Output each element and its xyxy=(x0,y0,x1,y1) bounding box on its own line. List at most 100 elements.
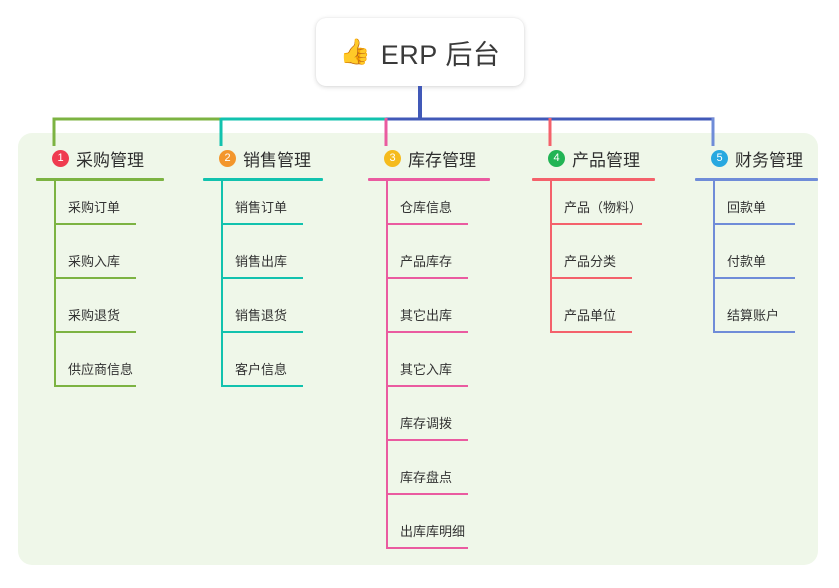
branch-spine xyxy=(713,181,715,333)
leaf-rule xyxy=(221,385,303,387)
leaf-label: 销售退货 xyxy=(235,308,288,323)
leaf-rule xyxy=(713,331,795,333)
leaf-rule xyxy=(54,223,136,225)
branch-children: 销售订单销售出库销售退货客户信息 xyxy=(203,181,323,397)
leaf-label: 产品单位 xyxy=(564,308,617,323)
leaf-rule xyxy=(221,277,303,279)
branch-header-3[interactable]: 3 库存管理 xyxy=(368,146,490,170)
branch-header-rule xyxy=(203,178,323,181)
branch-badge-icon: 4 xyxy=(548,149,565,167)
branch-title: 产品管理 xyxy=(572,150,640,170)
leaf-node[interactable]: 其它入库 xyxy=(368,343,490,397)
branch-column-3: 3 库存管理仓库信息产品库存其它出库其它入库库存调拨库存盘点出库库明细 xyxy=(368,146,490,559)
leaf-label: 回款单 xyxy=(727,200,767,215)
leaf-rule xyxy=(713,277,795,279)
leaf-rule xyxy=(550,277,632,279)
leaf-rule xyxy=(386,493,468,495)
branch-header-rule xyxy=(695,178,818,181)
leaf-label: 仓库信息 xyxy=(400,200,453,215)
leaf-label: 产品分类 xyxy=(564,254,617,269)
leaf-label: 付款单 xyxy=(727,254,767,269)
leaf-rule xyxy=(386,223,468,225)
branch-column-1: 1 采购管理采购订单采购入库采购退货供应商信息 xyxy=(36,146,164,397)
leaf-label: 客户信息 xyxy=(235,362,288,377)
leaf-label: 产品（物料） xyxy=(564,200,643,215)
branch-children: 采购订单采购入库采购退货供应商信息 xyxy=(36,181,164,397)
leaf-node[interactable]: 结算账户 xyxy=(695,289,818,343)
leaf-node[interactable]: 产品（物料） xyxy=(532,181,655,235)
leaf-rule xyxy=(713,223,795,225)
leaf-rule xyxy=(221,223,303,225)
leaf-label: 其它入库 xyxy=(400,362,453,377)
leaf-node[interactable]: 销售订单 xyxy=(203,181,323,235)
leaf-label: 产品库存 xyxy=(400,254,453,269)
leaf-rule xyxy=(54,331,136,333)
root-title: ERP 后台 xyxy=(380,39,501,70)
branch-header-2[interactable]: 2 销售管理 xyxy=(203,146,323,170)
leaf-rule xyxy=(54,277,136,279)
leaf-node[interactable]: 其它出库 xyxy=(368,289,490,343)
leaf-rule xyxy=(386,385,468,387)
leaf-label: 销售订单 xyxy=(235,200,288,215)
branch-spine xyxy=(386,181,388,549)
leaf-label: 采购退货 xyxy=(68,308,121,323)
branch-header-rule xyxy=(532,178,655,181)
leaf-node[interactable]: 库存调拨 xyxy=(368,397,490,451)
branch-title: 采购管理 xyxy=(76,150,144,170)
leaf-node[interactable]: 出库库明细 xyxy=(368,505,490,559)
leaf-rule xyxy=(550,223,642,225)
leaf-rule xyxy=(386,439,468,441)
leaf-node[interactable]: 回款单 xyxy=(695,181,818,235)
leaf-node[interactable]: 销售出库 xyxy=(203,235,323,289)
leaf-rule xyxy=(386,547,468,549)
leaf-rule xyxy=(54,385,136,387)
leaf-node[interactable]: 仓库信息 xyxy=(368,181,490,235)
branch-header-rule xyxy=(368,178,490,181)
branch-badge-icon: 5 xyxy=(711,149,728,167)
root-node[interactable]: 👍 ERP 后台 xyxy=(316,18,524,86)
thumbs-up-emoji: 👍 xyxy=(339,37,371,66)
leaf-node[interactable]: 采购退货 xyxy=(36,289,164,343)
branch-column-2: 2 销售管理销售订单销售出库销售退货客户信息 xyxy=(203,146,323,397)
branch-spine xyxy=(221,181,223,387)
leaf-node[interactable]: 采购订单 xyxy=(36,181,164,235)
leaf-label: 库存调拨 xyxy=(400,416,453,431)
leaf-rule xyxy=(386,277,468,279)
leaf-node[interactable]: 销售退货 xyxy=(203,289,323,343)
leaf-node[interactable]: 付款单 xyxy=(695,235,818,289)
leaf-rule xyxy=(386,331,468,333)
leaf-label: 其它出库 xyxy=(400,308,453,323)
branch-spine xyxy=(550,181,552,333)
leaf-rule xyxy=(221,331,303,333)
leaf-label: 出库库明细 xyxy=(400,524,466,539)
leaf-label: 库存盘点 xyxy=(400,470,453,485)
branch-column-4: 4 产品管理产品（物料） 产品分类产品单位 xyxy=(532,146,655,343)
leaf-node[interactable]: 客户信息 xyxy=(203,343,323,397)
branch-title: 库存管理 xyxy=(408,150,476,170)
branch-title: 销售管理 xyxy=(243,150,311,170)
leaf-label: 供应商信息 xyxy=(68,362,134,377)
leaf-node[interactable]: 采购入库 xyxy=(36,235,164,289)
branch-header-4[interactable]: 4 产品管理 xyxy=(532,146,655,170)
branch-badge-icon: 2 xyxy=(219,149,236,167)
leaf-rule xyxy=(550,331,632,333)
branch-children: 产品（物料） 产品分类产品单位 xyxy=(532,181,655,343)
leaf-label: 采购入库 xyxy=(68,254,121,269)
leaf-node[interactable]: 库存盘点 xyxy=(368,451,490,505)
leaf-label: 销售出库 xyxy=(235,254,288,269)
branch-badge-icon: 3 xyxy=(384,149,401,167)
branch-spine xyxy=(54,181,56,387)
leaf-node[interactable]: 产品分类 xyxy=(532,235,655,289)
leaf-node[interactable]: 产品库存 xyxy=(368,235,490,289)
leaf-node[interactable]: 产品单位 xyxy=(532,289,655,343)
branch-badge-icon: 1 xyxy=(52,149,69,167)
leaf-label: 结算账户 xyxy=(727,308,780,323)
branch-children: 回款单付款单结算账户 xyxy=(695,181,818,343)
leaf-node[interactable]: 供应商信息 xyxy=(36,343,164,397)
branch-children: 仓库信息产品库存其它出库其它入库库存调拨库存盘点出库库明细 xyxy=(368,181,490,559)
branch-header-1[interactable]: 1 采购管理 xyxy=(36,146,164,170)
leaf-label: 采购订单 xyxy=(68,200,121,215)
